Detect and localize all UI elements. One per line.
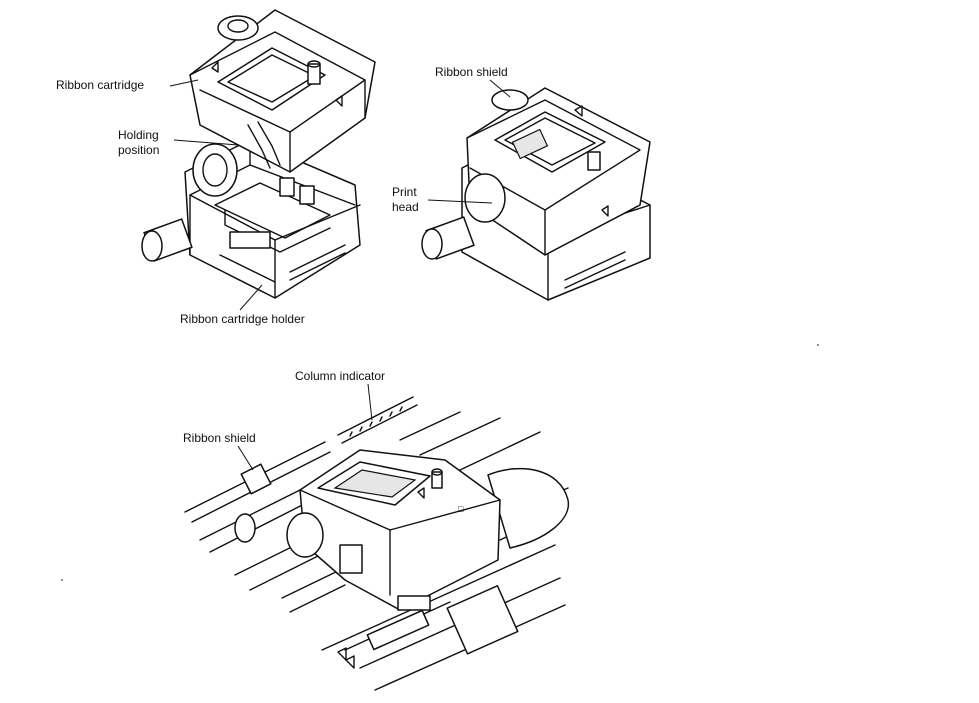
label-head: head	[392, 200, 419, 214]
figure-c-assembly: □	[184, 396, 570, 691]
leader-ribbon-shield-c	[237, 445, 254, 471]
leader-ribbon-cartridge	[169, 79, 199, 87]
figure-a-holder	[141, 139, 361, 299]
svg-text:□: □	[458, 504, 464, 514]
leader-print-head	[427, 199, 493, 204]
label-column-indicator: Column indicator	[295, 369, 386, 383]
speck	[817, 344, 819, 346]
speck	[61, 579, 63, 581]
label-ribbon-shield-b: Ribbon shield	[435, 65, 508, 79]
label-print: Print	[392, 185, 417, 199]
leader-holding-position	[173, 139, 239, 146]
leader-column-indicator	[367, 383, 373, 421]
label-ribbon-cartridge-holder: Ribbon cartridge holder	[180, 312, 305, 326]
label-ribbon-cartridge: Ribbon cartridge	[56, 78, 145, 92]
label-position: position	[118, 143, 160, 157]
label-holding: Holding	[118, 128, 159, 142]
figure-a-cartridge	[189, 9, 376, 173]
label-ribbon-shield-c: Ribbon shield	[183, 431, 256, 445]
leader-cartridge-holder	[239, 284, 263, 311]
leader-ribbon-shield-b	[489, 79, 511, 98]
figure-b-assembly	[421, 87, 651, 301]
